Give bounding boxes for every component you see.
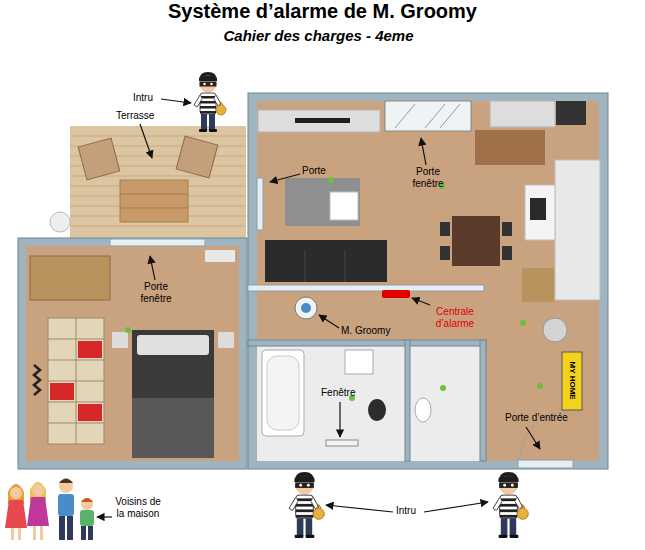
poster-text: MY HOME bbox=[567, 361, 576, 401]
diagram-title: Système d’alarme de M. Groomy bbox=[0, 0, 645, 23]
door-label: Porte d’entrée bbox=[505, 412, 595, 424]
door-label: Porte bbox=[302, 165, 326, 177]
alarm-label: Centrale d’alarme bbox=[424, 306, 486, 329]
intruder-label: Intru bbox=[396, 505, 416, 517]
door-label: Porte fenêtre bbox=[133, 281, 179, 304]
intruder-label: Intru bbox=[133, 92, 153, 104]
neighbours-label: Voisins de la maison bbox=[114, 496, 162, 519]
door-label: Porte fenêtre bbox=[405, 166, 451, 189]
window-label: Fenêtre bbox=[321, 387, 355, 399]
area-label: Terrasse bbox=[116, 110, 154, 122]
robot-label: M. Groomy bbox=[341, 325, 390, 337]
subtitle: Cahier des charges - 4eme bbox=[0, 27, 641, 44]
